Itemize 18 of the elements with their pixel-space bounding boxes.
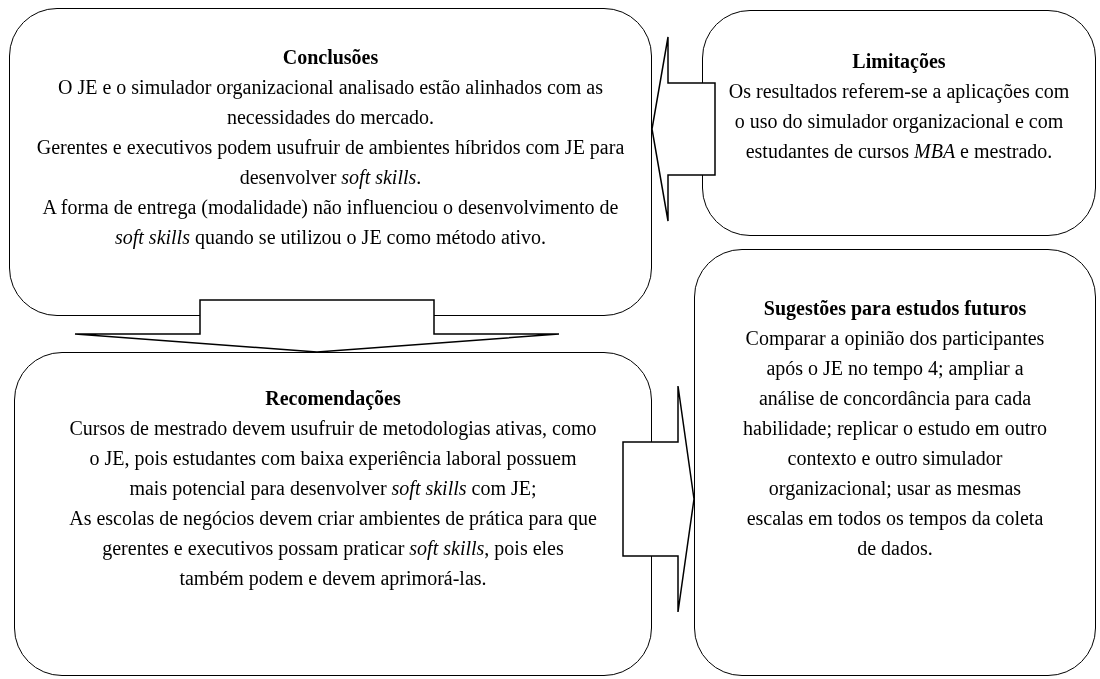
box-text: As escolas de negócios devem criar ambientes de prática para que gerentes e executivos possam praticar soft skills, pois eles também podem e devem aprimorá-las. <box>69 506 597 592</box>
box-text: Comparar a opinião dos participantes após o JE no tempo 4; ampliar a análise de concordância para cada habilidade; replicar o estudo em outro contexto e outro simulador organizacional; usar as mesmas escalas em todos os tempos da coleta de dados. <box>742 326 1048 561</box>
box-text: Os resultados referem-se a aplicações com o uso do simulador organizacional e com estudantes de cursos MBA e mestrado. <box>727 79 1071 164</box>
rounded-box <box>694 249 1096 676</box>
box-text: O JE e o simulador organizacional analisado estão alinhados com as necessidades do mercado. <box>57 75 604 130</box>
box-text: Gerentes e executivos podem usufruir de ambientes híbridos com JE para desenvolver soft skills. <box>35 135 626 191</box>
box-text: A forma de entrega (modalidade) não influenciou o desenvolvimento de soft skills quando se utilizou o JE como método ativo. <box>41 195 620 251</box>
box-heading: Recomendações <box>264 386 402 412</box>
box-text: Cursos de mestrado devem usufruir de metodologias ativas, como o JE, pois estudantes com baixa experiência laboral possuem mais potencial para desenvolver soft skills com JE; <box>69 416 597 502</box>
box-heading: Limitações <box>851 49 947 75</box>
block-arrow <box>622 385 695 613</box>
box-heading: Conclusões <box>281 45 380 70</box>
rounded-box <box>14 352 652 676</box>
block-arrow <box>651 36 716 222</box>
rounded-box <box>9 8 652 316</box>
box-heading: Sugestões para estudos futuros <box>762 296 1028 322</box>
rounded-box <box>702 10 1096 236</box>
block-arrow <box>74 299 560 353</box>
